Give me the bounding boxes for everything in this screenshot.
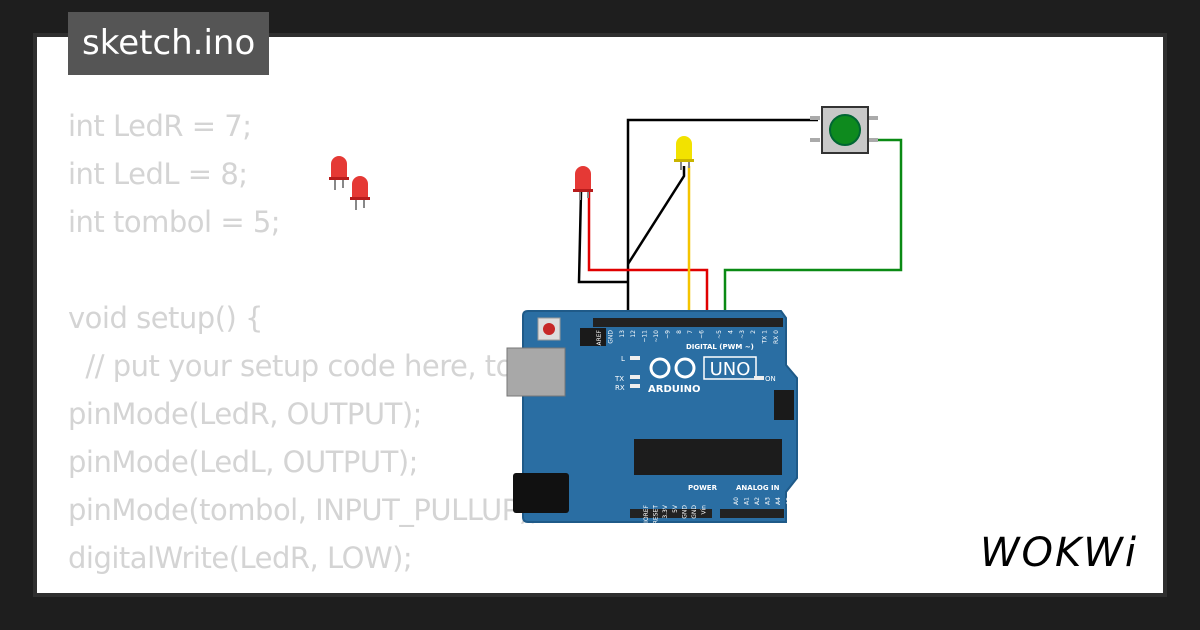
code-line: pinMode(tombol, INPUT_PULLUP); (68, 493, 539, 527)
digital-pin-label: 8 (676, 330, 683, 334)
digital-pin-label: ~11 (642, 330, 649, 343)
led-red-small-2[interactable] (350, 176, 370, 210)
analog-pin-label: A0 (733, 497, 740, 505)
arduino-uno-board[interactable]: UNO ARDUINO DIGITAL (PWM ~) POWER ANALOG… (506, 310, 798, 524)
power-pin-label: 3.3V (662, 504, 669, 519)
led-yellow[interactable] (674, 136, 694, 170)
digital-pin-label: 13 (619, 330, 626, 338)
power-pin-label: 5V (672, 504, 679, 513)
analog-pin-label: A4 (775, 497, 782, 505)
wokwi-logo-text: WOKWi (980, 530, 1138, 576)
usb-port (506, 347, 566, 397)
digital-pin-label: 2 (750, 330, 757, 334)
file-tab[interactable]: sketch.ino (68, 12, 270, 75)
analog-header (720, 509, 784, 518)
code-line: void setup() { (68, 301, 263, 335)
power-pin-label: IOREF (643, 504, 650, 522)
code-line: digitalWrite(LedR, LOW); (68, 541, 413, 575)
digital-pin-label: AREF (596, 329, 603, 345)
wokwi-logo: WOKWi (980, 530, 1138, 576)
digital-pin-label: ~10 (653, 330, 660, 343)
digital-pin-label: TX 1 (762, 330, 769, 345)
led-red-small-1[interactable] (329, 156, 349, 190)
code-line: int LedL = 8; (68, 157, 248, 191)
digital-pin-label: 4 (727, 330, 734, 334)
analog-pin-label: A3 (765, 497, 772, 505)
board-model: UNO (710, 359, 751, 380)
power-label: POWER (688, 484, 718, 492)
arduino-logo-icon (649, 357, 696, 379)
digital-pin-label: ~5 (716, 330, 723, 339)
analog-pin-label: A5 (786, 497, 793, 505)
power-pin-label: GND (691, 505, 698, 519)
wire-red[interactable] (587, 192, 709, 322)
microcontroller-chip (634, 439, 782, 475)
wire-black-led-2[interactable] (626, 166, 686, 265)
power-pin-label: RESET (653, 505, 660, 525)
led-red[interactable] (573, 166, 593, 200)
digital-pin-label: ~9 (664, 330, 671, 339)
digital-header (593, 318, 783, 327)
analog-label: ANALOG IN (736, 484, 780, 492)
digital-pin-label: GND (607, 330, 614, 344)
led-tx-label: TX (614, 375, 624, 383)
digital-pin-label: 12 (630, 330, 637, 338)
code-line: digitalWrite(LedL, LOW); (68, 582, 655, 593)
wire-black-led[interactable] (577, 191, 628, 284)
power-pin-label: Vin (701, 505, 708, 515)
wire-black-button[interactable] (626, 118, 818, 322)
power-pin-label: GND (681, 505, 688, 519)
on-label: ON (765, 375, 776, 383)
code-line: int tombol = 5; (68, 205, 281, 239)
led-l-label: L (621, 355, 625, 363)
power-jack (513, 473, 569, 513)
digital-label: DIGITAL (PWM ~) (686, 343, 754, 351)
led-rx-label: RX (615, 384, 625, 392)
pushbutton[interactable] (810, 106, 878, 154)
code-line: int LedR = 7; (68, 109, 252, 143)
analog-pin-label: A1 (744, 497, 751, 505)
file-tab-label: sketch.ino (82, 23, 256, 63)
digital-pin-label: ~6 (699, 330, 706, 339)
wires (577, 118, 903, 322)
power-header (630, 509, 712, 518)
digital-pin-label: 7 (687, 330, 694, 334)
digital-pin-label: ~3 (739, 330, 746, 339)
board-brand: ARDUINO (648, 384, 700, 395)
analog-pin-label: A2 (754, 497, 761, 505)
wire-green[interactable] (723, 138, 903, 322)
digital-pin-label: RX 0 (773, 330, 780, 344)
code-line: pinMode(LedL, OUTPUT); (68, 445, 418, 479)
code-line: pinMode(LedR, OUTPUT); (68, 397, 422, 431)
